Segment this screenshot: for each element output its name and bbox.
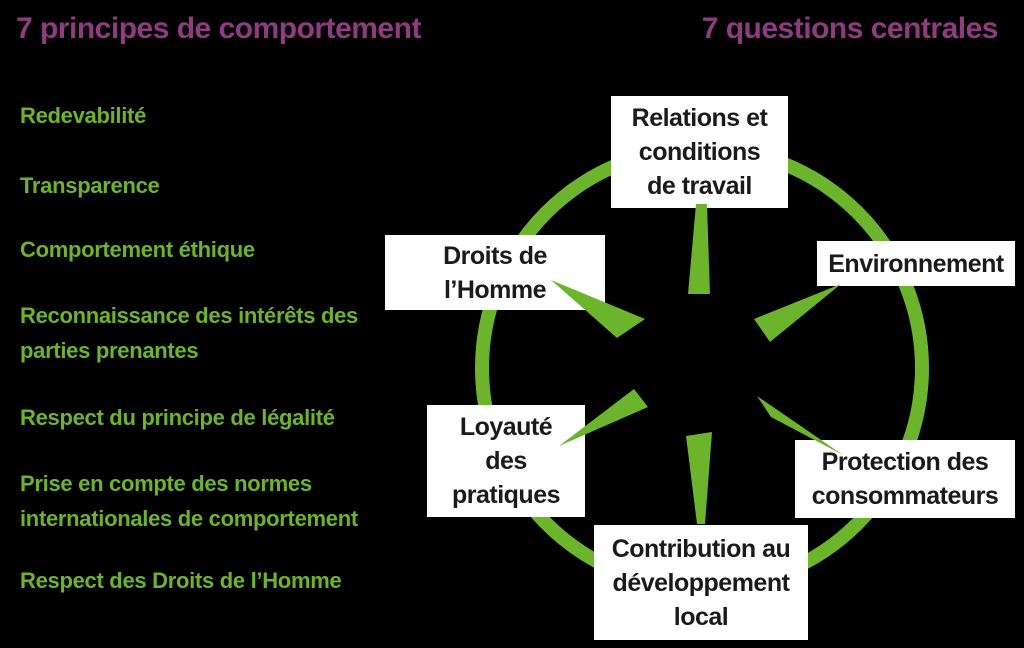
principle-droits-homme: Respect des Droits de l’Homme xyxy=(20,568,342,593)
question-box-relations-conditions-travail: Relations et conditions de travail xyxy=(611,96,788,208)
principle-comportement-ethique: Comportement éthique xyxy=(20,237,255,262)
left-panel-title: 7 principes de comportement xyxy=(16,12,421,45)
arrow-contribution-icon xyxy=(686,432,712,524)
question-box-contribution-developpement-local: Contribution au développement local xyxy=(594,525,808,640)
question-box-label: Loyauté des pratiques xyxy=(451,413,561,509)
question-box-label: Environnement xyxy=(828,249,1004,278)
question-box-environnement: Environnement xyxy=(817,241,1015,286)
question-box-label: Protection des consommateurs xyxy=(811,448,999,510)
question-box-loyaute-pratiques: Loyauté des pratiques xyxy=(427,405,585,517)
principle-normes-internationales: Prise en compte des normes international… xyxy=(20,471,358,531)
question-box-label: Contribution au développement local xyxy=(611,534,791,631)
question-box-label: Droits de l’Homme xyxy=(443,241,547,304)
principle-interets-parties-prenantes: Reconnaissance des intérêts des parties … xyxy=(20,303,358,363)
principle-redevabilite: Redevabilité xyxy=(20,103,147,128)
question-box-label: Relations et conditions de travail xyxy=(631,104,768,200)
center-ring-icon xyxy=(475,141,929,595)
principle-transparence: Transparence xyxy=(20,173,160,198)
arrow-relations-icon xyxy=(688,204,710,294)
question-box-protection-consommateurs: Protection des consommateurs xyxy=(795,440,1015,518)
arrow-environnement-icon xyxy=(754,284,841,342)
principle-legalite: Respect du principe de légalité xyxy=(20,405,335,430)
question-box-droits-homme: Droits de l’Homme xyxy=(385,235,605,310)
diagram-title: 7 questions centrales xyxy=(701,12,999,45)
